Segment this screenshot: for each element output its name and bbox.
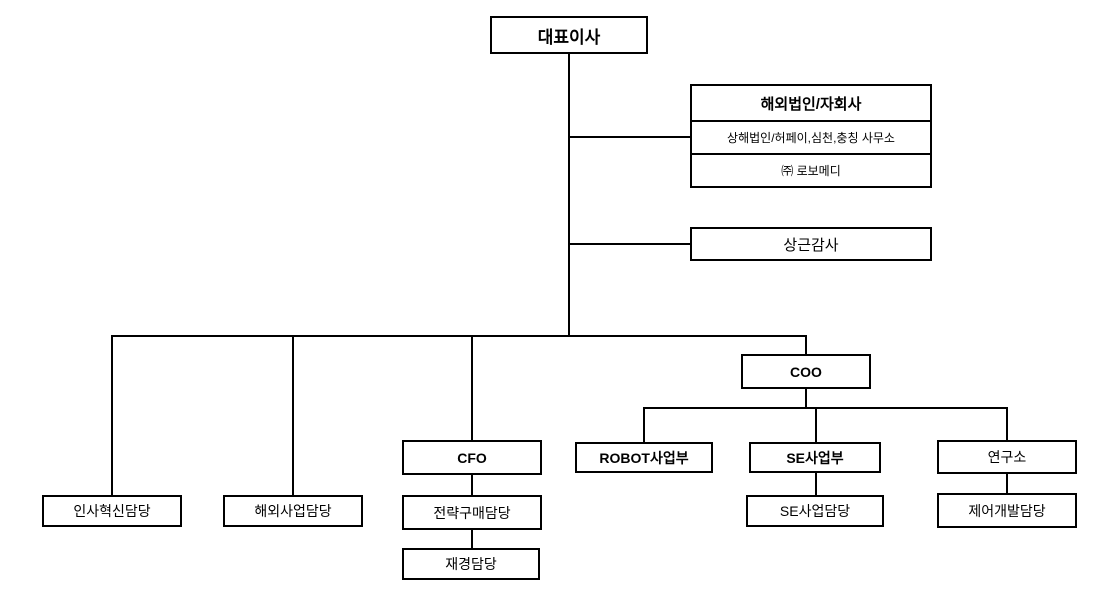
org-node-shanghai-offices: 상해법인/허페이,심천,충칭 사무소 (692, 120, 930, 153)
org-node-coo-label: COO (790, 363, 822, 380)
org-node-se-division-label: SE사업부 (786, 449, 844, 466)
connector-drop-robot-division (643, 407, 645, 442)
org-node-control-development: 제어개발담당 (937, 493, 1077, 528)
connector-main-horizontal-bar (111, 335, 807, 337)
org-node-auditor-label: 상근감사 (783, 236, 839, 254)
org-node-finance-label: 재경담당 (445, 556, 497, 572)
org-node-se-business: SE사업담당 (746, 495, 884, 527)
org-node-coo: COO (741, 354, 871, 389)
org-node-control-development-label: 제어개발담당 (968, 502, 1046, 519)
connector-drop-hr-innovation (111, 335, 113, 495)
org-node-overseas-business: 해외사업담당 (223, 495, 363, 527)
org-node-cfo: CFO (402, 440, 542, 475)
connector-ceo-trunk-vertical (568, 54, 570, 336)
org-node-research-institute: 연구소 (937, 440, 1077, 474)
connector-drop-se-division (815, 407, 817, 442)
org-node-se-division: SE사업부 (749, 442, 881, 473)
org-node-shanghai-offices-label: 상해법인/허페이,심천,충칭 사무소 (727, 131, 895, 145)
org-node-robot-division: ROBOT사업부 (575, 442, 713, 473)
org-node-hr-innovation: 인사혁신담당 (42, 495, 182, 527)
connector-drop-research-institute (1006, 407, 1008, 440)
org-node-robomedi-label: ㈜ 로보메디 (781, 164, 841, 178)
org-node-hr-innovation-label: 인사혁신담당 (73, 503, 151, 519)
org-node-auditor: 상근감사 (690, 227, 932, 261)
org-node-overseas-group-header: 해외법인/자회사 (692, 86, 930, 120)
connector-se-division-se-business (815, 473, 817, 495)
connector-drop-coo (805, 335, 807, 354)
org-node-se-business-label: SE사업담당 (779, 503, 851, 519)
org-node-ceo: 대표이사 (490, 16, 648, 54)
connector-drop-cfo (471, 335, 473, 440)
connector-coo-to-bar (805, 389, 807, 409)
connector-drop-overseas-business (292, 335, 294, 495)
connector-coo-horizontal-bar (643, 407, 1008, 409)
org-node-overseas-group: 해외법인/자회사 상해법인/허페이,심천,충칭 사무소 ㈜ 로보메디 (690, 84, 932, 188)
connector-strategic-purchasing-finance (471, 530, 473, 548)
org-node-cfo-label: CFO (457, 449, 487, 466)
org-node-finance: 재경담당 (402, 548, 540, 580)
org-node-overseas-group-header-label: 해외법인/자회사 (760, 95, 862, 113)
org-node-robomedi: ㈜ 로보메디 (692, 153, 930, 186)
connector-research-control-development (1006, 474, 1008, 493)
connector-to-auditor (568, 243, 690, 245)
org-node-strategic-purchasing: 전략구매담당 (402, 495, 542, 530)
org-node-robot-division-label: ROBOT사업부 (599, 449, 689, 466)
connector-to-overseas-group (568, 136, 690, 138)
org-node-research-institute-label: 연구소 (987, 449, 1027, 465)
connector-cfo-strategic-purchasing (471, 475, 473, 495)
org-node-ceo-label: 대표이사 (537, 27, 601, 47)
org-node-strategic-purchasing-label: 전략구매담당 (433, 504, 511, 521)
org-node-overseas-business-label: 해외사업담당 (254, 503, 332, 519)
